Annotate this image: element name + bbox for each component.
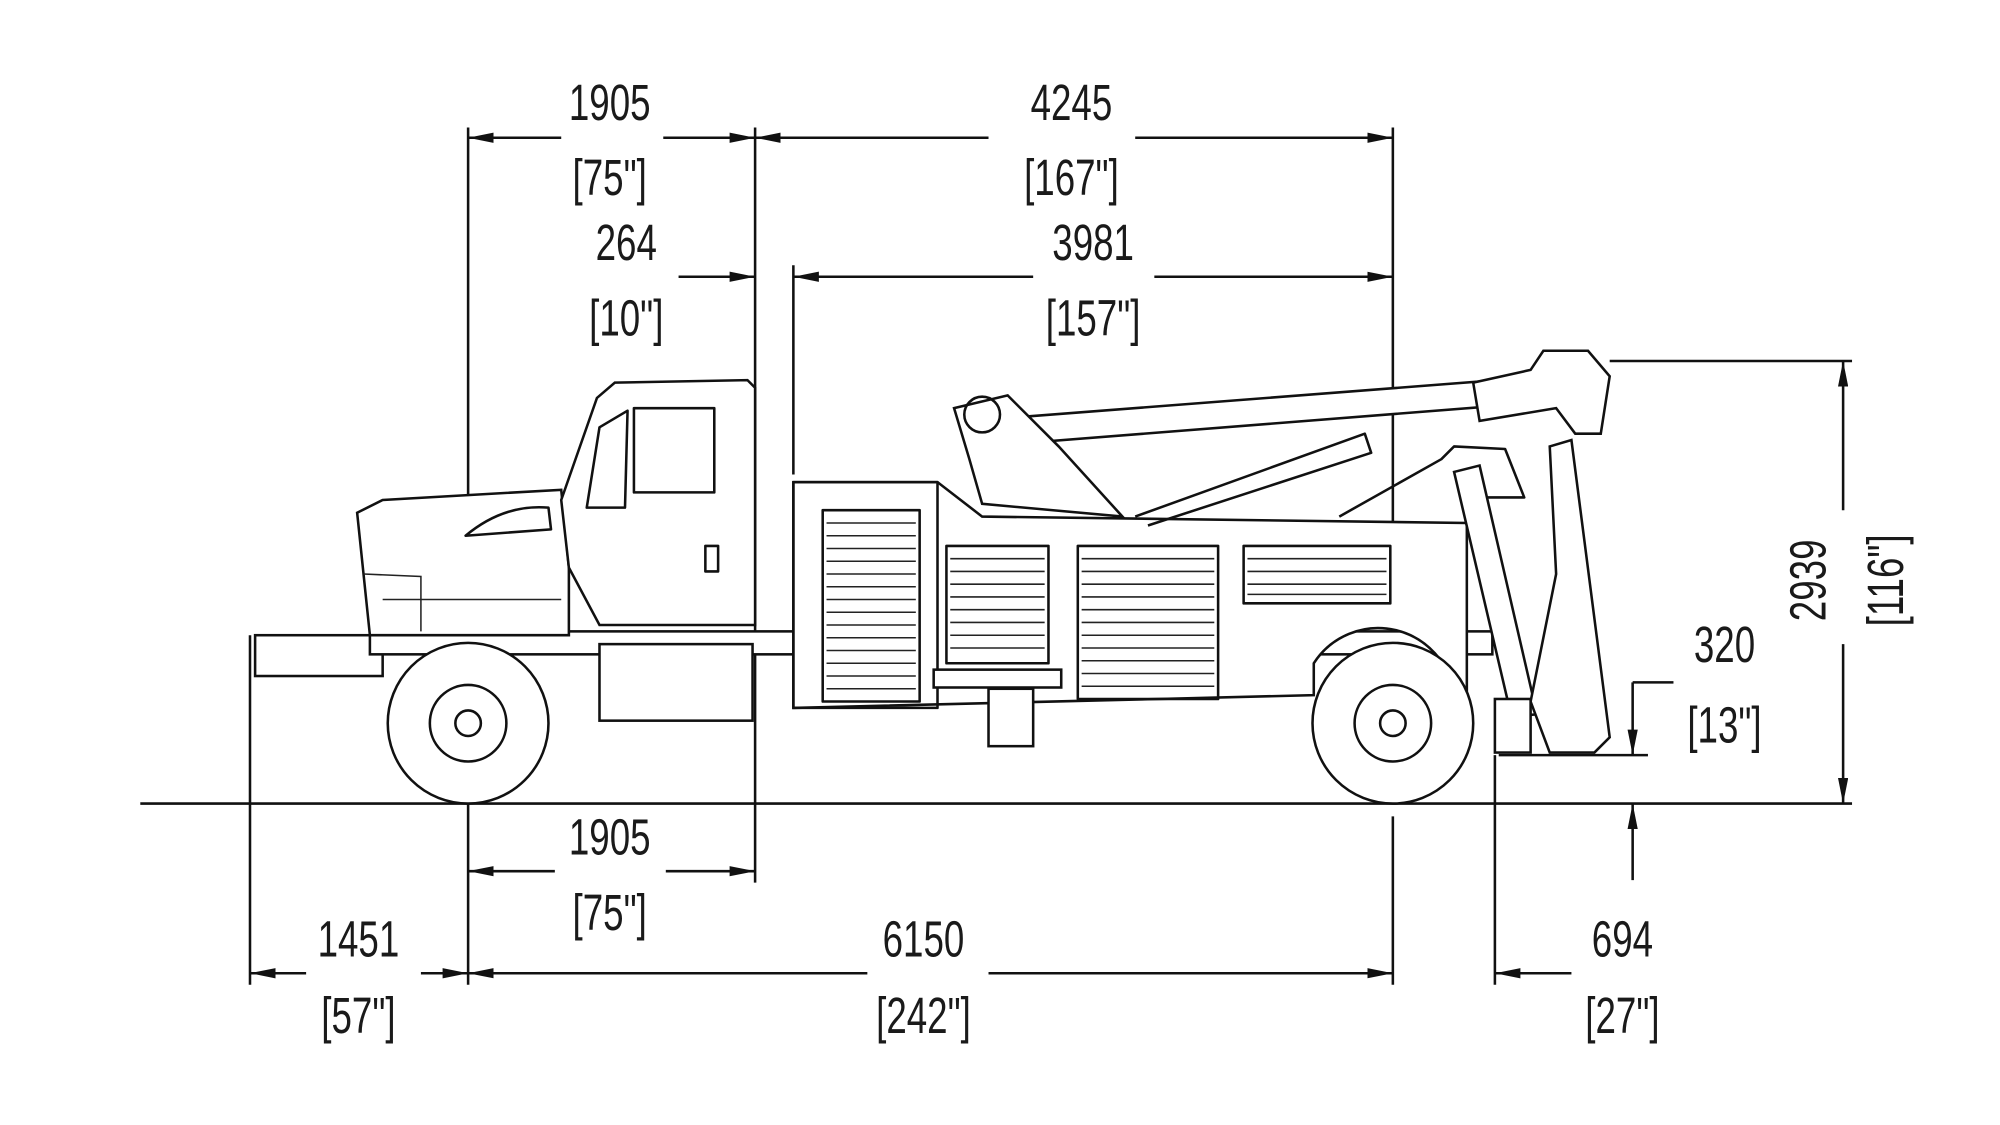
- overall-height-mm: 2939: [1780, 540, 1836, 622]
- front-overhang-mm: 1451: [318, 912, 400, 968]
- rear-overhang-mm: 694: [1592, 912, 1653, 968]
- body-top-mm: 4245: [1031, 75, 1113, 131]
- rear-overhang-in: [27"]: [1585, 988, 1659, 1044]
- wheelbase-in: [242"]: [876, 988, 971, 1044]
- dimension-lines: [250, 132, 1849, 979]
- overall-height-in: [116"]: [1858, 534, 1914, 626]
- body-top-in: [167"]: [1024, 150, 1119, 206]
- body-length-in: [157"]: [1046, 291, 1141, 347]
- front-wheel: [386, 641, 550, 805]
- cab-to-axle-top-mm: 1905: [569, 75, 651, 131]
- underlift-clearance-in: [13"]: [1687, 698, 1761, 754]
- cab-to-axle-top-in: [75"]: [573, 150, 647, 206]
- underlift-clearance-mm: 320: [1694, 617, 1755, 673]
- cab-gap-in: [10"]: [589, 291, 663, 347]
- cab-gap-mm: 264: [596, 215, 657, 271]
- rear-wheel: [1311, 641, 1475, 805]
- front-overhang-in: [57"]: [321, 988, 395, 1044]
- compartment-doors: [821, 508, 1392, 703]
- body-length-mm: 3981: [1052, 215, 1134, 271]
- tow-truck-illustration: [253, 349, 1612, 805]
- wheelbase-mm: 6150: [883, 912, 965, 968]
- cab-to-axle-bottom-in: [75"]: [573, 885, 647, 941]
- dimension-labels: 1905 [75"] 4245 [167"] 264 [10"] 3981 [1…: [318, 75, 1915, 1045]
- cab-to-axle-bottom-mm: 1905: [569, 810, 651, 866]
